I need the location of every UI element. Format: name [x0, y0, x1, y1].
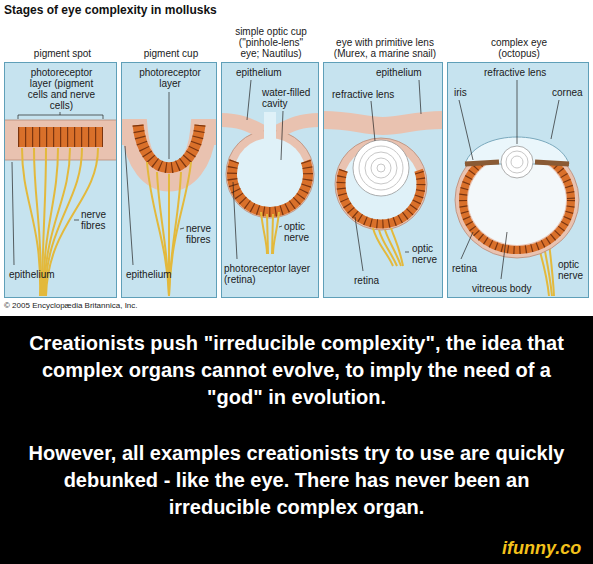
stage-heading: simple optic cup ("pinhole-lens" eye; Na… [229, 26, 313, 59]
part-label: photoreceptor layer [135, 67, 205, 89]
stage-heading: complex eye (octopus) [484, 37, 554, 59]
part-label: photoreceptor layer (pigment cells and n… [24, 67, 99, 111]
part-label: water-filled cavity [262, 87, 318, 109]
part-label: epithelium [126, 269, 172, 280]
part-label: refractive lens [332, 89, 394, 100]
watermark: ifunny.co [502, 538, 581, 558]
stage-heading: pigment spot [6, 48, 119, 59]
diagram-title: Stages of eye complexity in mollusks [4, 3, 217, 17]
eye-stage-panel: pigment spotphotoreceptor layer (pigment… [4, 62, 117, 298]
caption-paragraph: Creationists push "irreducible complexit… [16, 330, 577, 411]
caption-paragraph: However, all examples creationists try t… [16, 440, 577, 521]
stage-heading: eye with primitive lens (Murex, a marine… [325, 37, 445, 59]
part-label: optic nerve [284, 221, 316, 243]
stage-heading: pigment cup [123, 48, 219, 59]
eye-stage-panel: complex eye (octopus)refractive lensiris… [447, 62, 589, 298]
part-label: optic nerve [558, 259, 588, 281]
part-label: nerve fibres [81, 209, 115, 231]
part-label: retina [354, 275, 379, 286]
text-band: Creationists push "irreducible complexit… [0, 316, 593, 564]
part-label: vitreous body [472, 283, 531, 294]
part-label: cornea [552, 87, 583, 98]
eye-stage-panel: eye with primitive lens (Murex, a marine… [323, 62, 443, 298]
pigment-cup-drawing [121, 62, 217, 298]
part-label: iris [454, 87, 467, 98]
eye-stage-panel: simple optic cup ("pinhole-lens" eye; Na… [221, 62, 319, 298]
part-label: epithelium [376, 67, 422, 78]
eye-stage-panel: pigment cupphotoreceptor layernerve fibr… [121, 62, 217, 298]
complex-eye-drawing [447, 62, 589, 298]
part-label: epithelium [236, 67, 282, 78]
part-label: nerve fibres [186, 223, 216, 245]
part-label: retina [452, 263, 477, 274]
part-label: refractive lens [484, 67, 546, 78]
primitive-lens-eye-drawing [323, 62, 443, 298]
part-label: optic nerve [412, 243, 442, 265]
part-label: photoreceptor layer (retina) [224, 263, 318, 285]
pinhole-eye-drawing [221, 62, 319, 298]
copyright-note: © 2005 Encyclopædia Britannica, Inc. [4, 301, 138, 311]
part-label: epithelium [9, 269, 55, 280]
pigment-spot-drawing [4, 62, 117, 298]
